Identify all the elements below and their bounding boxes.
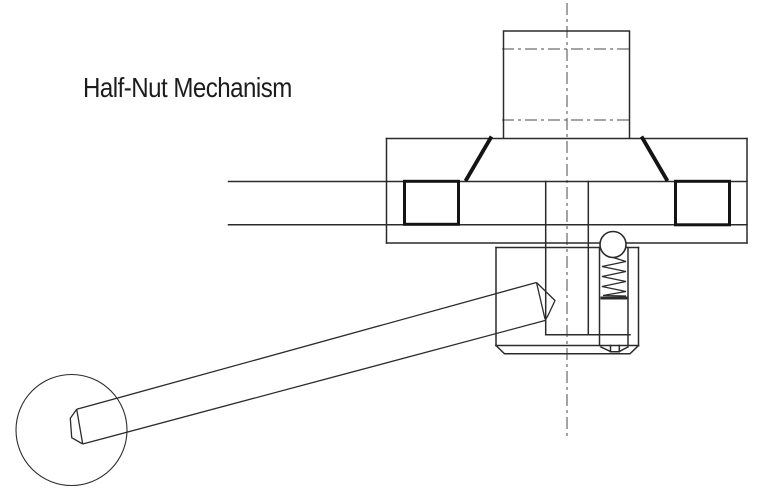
screw-slot-right-bevel <box>618 345 630 353</box>
block-bottom-chamfer <box>494 344 640 355</box>
left-dovetail-diagonal <box>463 135 494 182</box>
detent-ball <box>599 230 627 259</box>
retaining-screw-slot <box>609 344 621 353</box>
spindle-column <box>502 30 631 139</box>
gib-keys <box>403 179 731 227</box>
lever-tip-facet <box>535 282 546 320</box>
right-dovetail-diagonal <box>639 135 670 182</box>
dovetail-ways <box>463 135 670 182</box>
engagement-lever[interactable] <box>15 281 556 487</box>
structure-lines <box>227 30 748 355</box>
lever-upper-edge <box>76 281 537 410</box>
detent-spring <box>600 256 628 300</box>
lever-cam-tip <box>536 282 556 321</box>
centerlines <box>502 3 631 439</box>
lever-end-face <box>69 408 84 445</box>
lever-ball-knob[interactable] <box>15 373 128 487</box>
spring-coils <box>601 256 627 297</box>
right-gib-key <box>674 179 731 227</box>
left-gib-key <box>403 179 460 226</box>
drawing-title: Half-Nut Mechanism <box>83 72 292 103</box>
lever-lower-edge <box>82 319 546 445</box>
screw-slot-left-bevel <box>600 346 612 353</box>
